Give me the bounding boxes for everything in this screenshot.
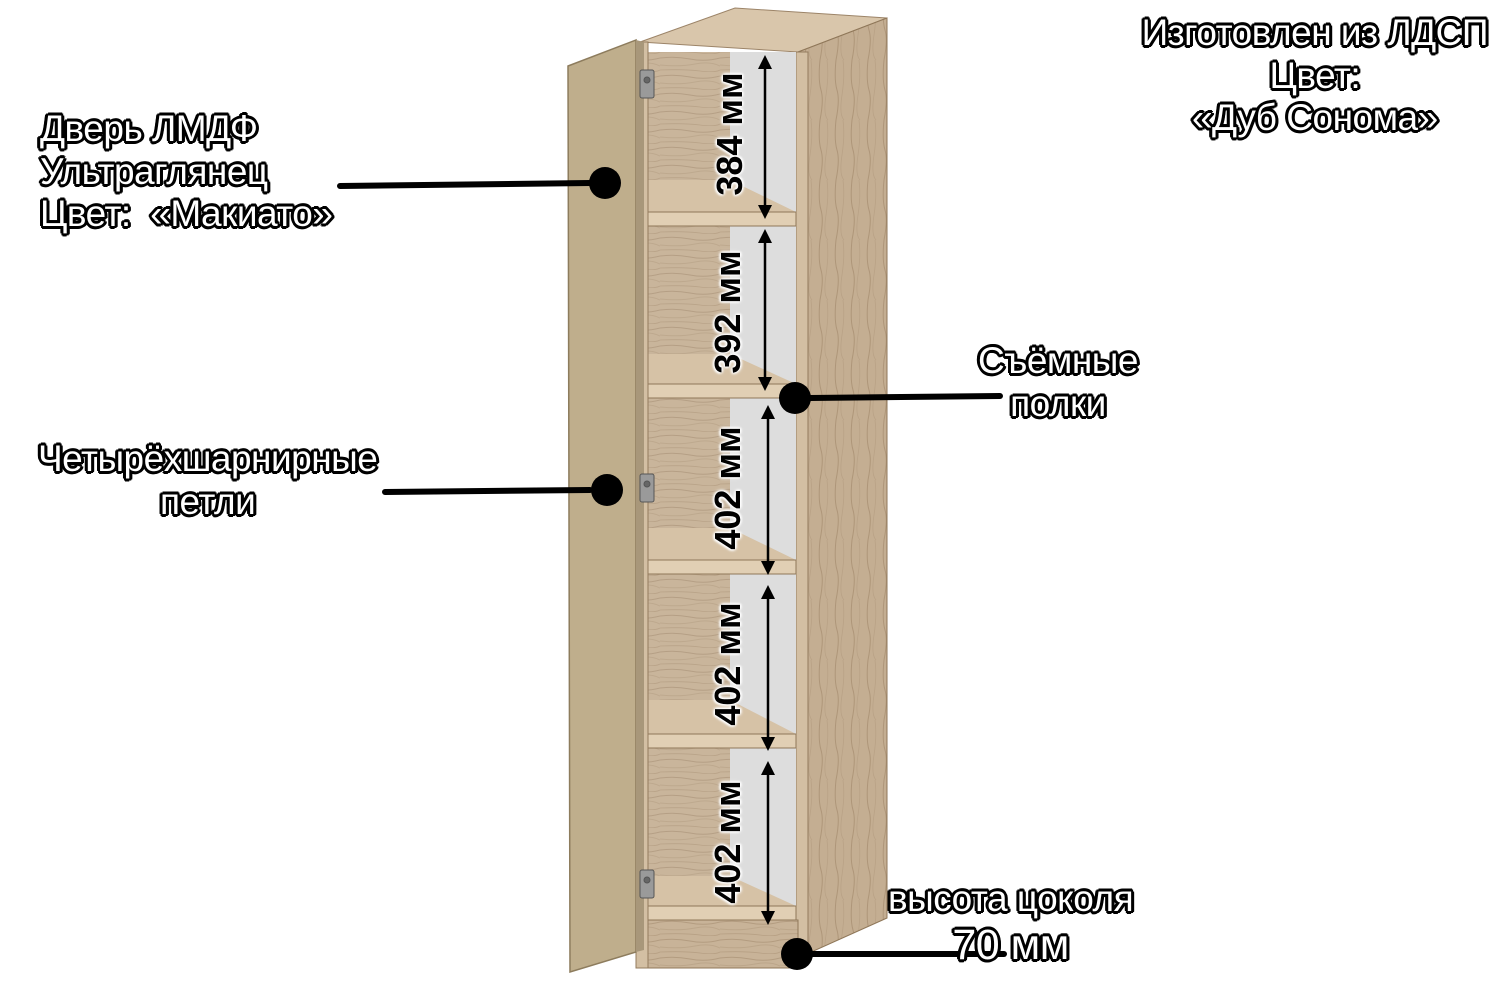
dimension-label-5: 402 мм xyxy=(707,780,748,904)
callout-door xyxy=(337,167,621,199)
callout-plinth xyxy=(781,938,1007,970)
shelves-line-2: полки xyxy=(1010,382,1106,424)
hinge xyxy=(639,473,655,503)
door-line-1: Дверь ЛМДФ xyxy=(40,108,258,149)
material-label: Изготовлен из ЛДСП Цвет: «Дуб Сонома» xyxy=(1141,12,1489,140)
dimension-arrows xyxy=(758,55,775,925)
cabinet-side-panel xyxy=(797,17,888,959)
material-line-1: Изготовлен из ЛДСП xyxy=(1141,12,1489,53)
hinges-label: Четырёхшарнирные петли xyxy=(38,438,378,523)
hinge xyxy=(639,69,655,99)
dimension-label-1: 384 мм xyxy=(709,72,750,196)
plinth-label: высота цоколя 70 мм xyxy=(888,878,1134,970)
material-line-2: Цвет: xyxy=(1269,54,1361,96)
hinges-line-2: петли xyxy=(160,480,256,522)
shelves-line-1: Съёмные xyxy=(978,340,1138,381)
dimension-label-4: 402 мм xyxy=(707,602,748,726)
door-line-3: Цвет: «Макиато» xyxy=(40,193,333,235)
plinth-line-1: высота цоколя xyxy=(888,878,1134,919)
bottom-shelf xyxy=(644,876,797,921)
cabinet-right-edge xyxy=(795,51,809,959)
door-label: Дверь ЛМДФ Ультраглянец Цвет: «Макиато» xyxy=(40,108,333,236)
hinge xyxy=(639,869,655,899)
dimension-label-3: 402 мм xyxy=(707,426,748,550)
shelves-label: Съёмные полки xyxy=(978,340,1138,425)
door-line-2: Ультраглянец xyxy=(40,150,268,192)
callout-hinges xyxy=(382,474,623,506)
plinth-line-2: 70 мм xyxy=(952,920,1069,969)
dimension-label-2: 392 мм xyxy=(707,250,748,374)
hinges-line-1: Четырёхшарнирные xyxy=(38,438,378,479)
callout-shelves xyxy=(779,382,1003,414)
material-line-3: «Дуб Сонома» xyxy=(1191,97,1438,139)
